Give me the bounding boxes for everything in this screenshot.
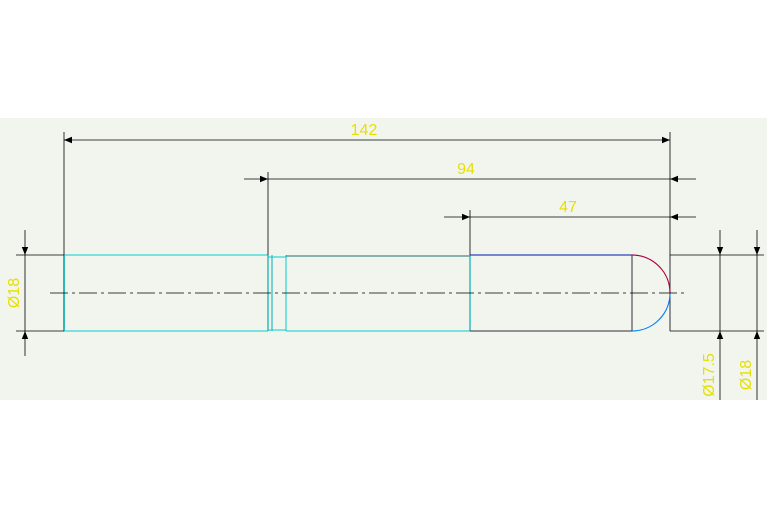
drawing-sheet <box>0 118 767 400</box>
dimension-left-diameter: Ø18 <box>6 230 64 356</box>
dimension-middle-length: 94 <box>244 161 696 255</box>
left-diameter-label: Ø18 <box>6 278 23 308</box>
dimension-end-length: 47 <box>444 199 696 255</box>
dimension-overall-length: 142 <box>63 122 671 255</box>
end-length-label: 47 <box>559 199 577 216</box>
middle-length-label: 94 <box>457 161 475 178</box>
end-arc-lower <box>631 292 671 332</box>
end-arc-upper <box>631 254 671 294</box>
dimension-right-diameters: Ø17.5 Ø18 <box>670 230 764 400</box>
overall-length-label: 142 <box>351 122 378 139</box>
outer-right-diameter-label: Ø18 <box>738 360 755 390</box>
inner-right-diameter-label: Ø17.5 <box>701 353 718 397</box>
